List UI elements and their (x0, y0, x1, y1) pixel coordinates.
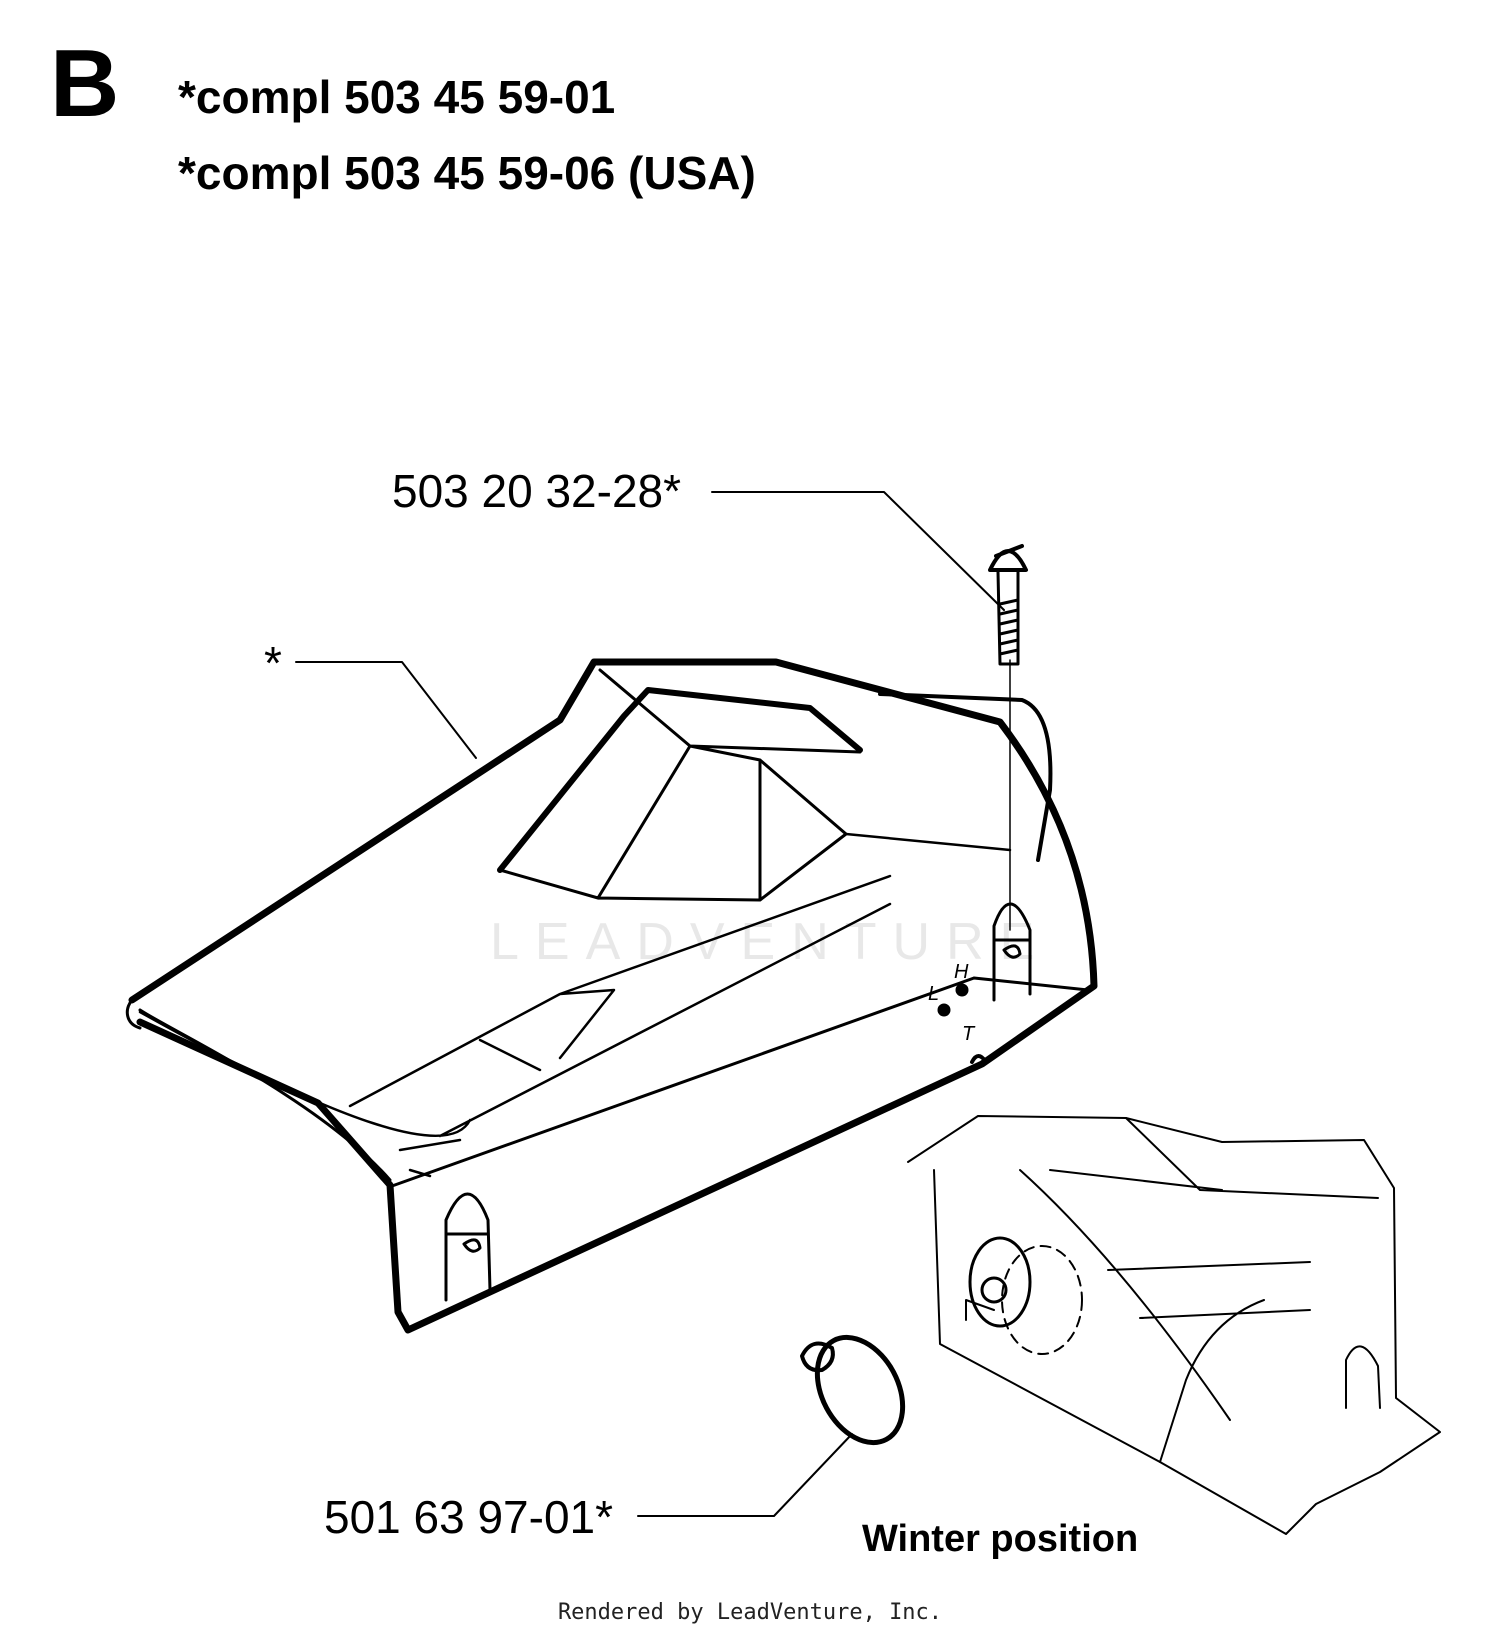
winter-plug-part (800, 1334, 906, 1446)
section-letter: B (50, 30, 120, 137)
assembly-number-line-2: *compl 503 45 59-06 (USA) (178, 147, 756, 199)
inset-plug-knob (980, 1276, 1008, 1304)
inset-plug-dashed (1001, 1245, 1083, 1355)
top-window (497, 687, 863, 873)
inset-intake-ring (968, 1236, 1032, 1328)
plug-leader (637, 1433, 853, 1517)
inset-details (965, 1117, 1381, 1463)
assembly-number-line-1: *compl 503 45 59-01 (178, 71, 616, 123)
plug-body (814, 1334, 906, 1446)
rear-boss (992, 902, 1032, 1002)
idle-mark: T (962, 1023, 976, 1045)
cover-part-number: * (264, 637, 282, 689)
cover-side-bulge (878, 692, 1053, 862)
top-window-inner (498, 668, 862, 902)
plug-part-number: 501 63 97-01* (324, 1491, 614, 1543)
cover-leader (295, 661, 477, 759)
screw-leader (711, 491, 1005, 611)
plug-tab (800, 1341, 835, 1373)
screw-head (988, 544, 1028, 572)
cylinder-cover (125, 658, 1098, 1334)
idle-notch (970, 1054, 988, 1064)
winter-position-view (907, 1115, 1441, 1535)
high-speed-mark: H (954, 961, 969, 983)
low-speed-mark: L (928, 983, 939, 1005)
winter-position-caption: Winter position (862, 1518, 1139, 1560)
screw-shank (996, 570, 1020, 666)
front-boss (444, 1192, 492, 1302)
cover-creases (138, 832, 1012, 1178)
high-adjuster-hole (955, 983, 969, 997)
footer-credit: Rendered by LeadVenture, Inc. (557, 1600, 943, 1625)
screw-part (988, 544, 1028, 666)
cover-outline (128, 658, 1098, 1334)
leader-lines (295, 491, 1011, 1517)
cover-lower-edge (390, 976, 1090, 1188)
inset-outline (907, 1115, 1441, 1535)
screw-part-number: 503 20 32-28* (392, 465, 682, 517)
low-adjuster-hole (937, 1003, 951, 1017)
